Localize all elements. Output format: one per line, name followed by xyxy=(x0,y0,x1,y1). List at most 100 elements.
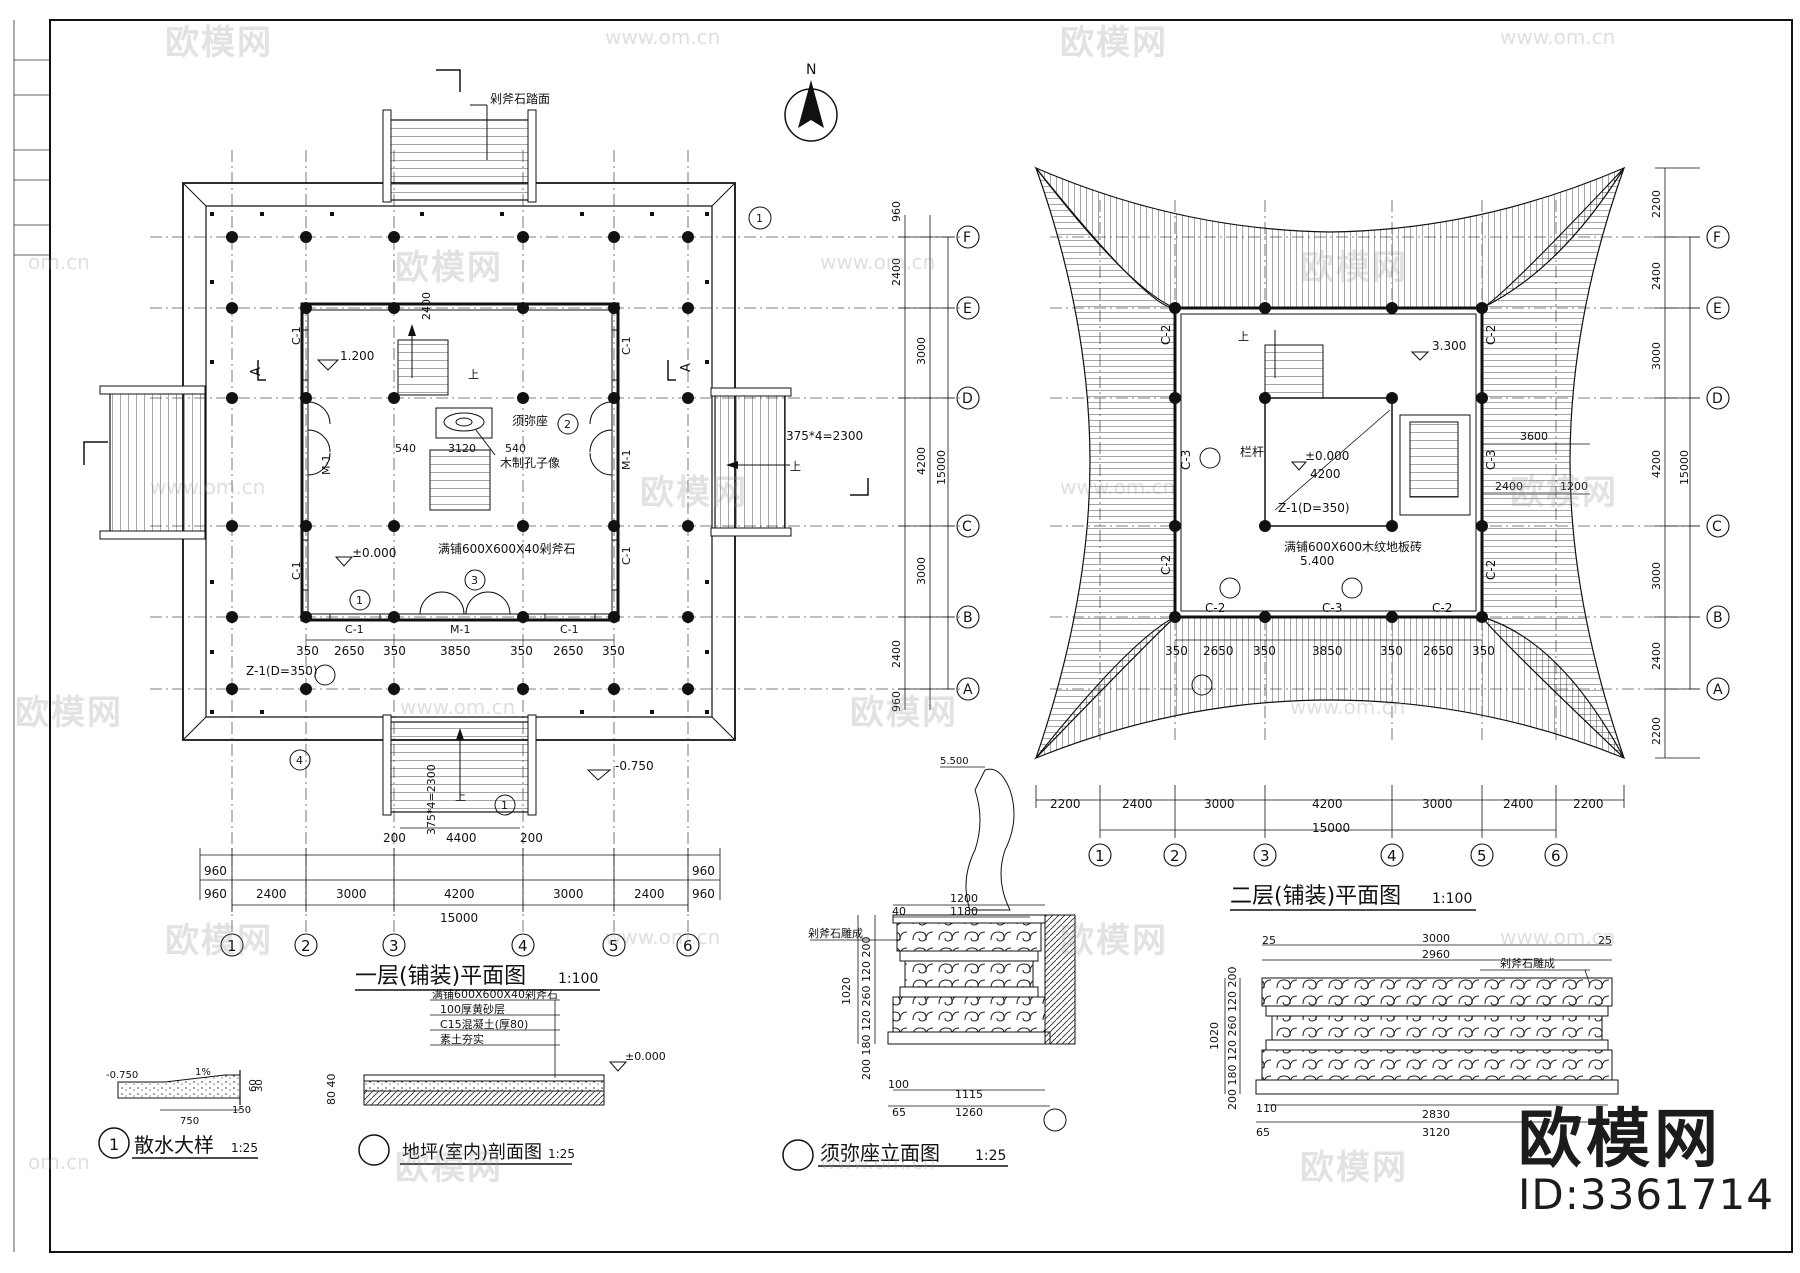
plan1-callout: 3 xyxy=(471,574,478,587)
plan2-dim-2400: 2400 xyxy=(1495,480,1523,493)
plan1-floor-paving: 满铺600X600X40剁斧石 xyxy=(438,542,576,556)
plan1-stair-spec-right: 375*4=2300 xyxy=(786,429,863,443)
plan1-section-a-right: A xyxy=(679,363,694,372)
detail2-dims: 80 40 xyxy=(325,1074,338,1106)
plan2-window-c2: C-2 xyxy=(1484,325,1498,345)
plan2-dim-inner: 350 xyxy=(1165,644,1188,658)
plan2-axis-y: D xyxy=(1712,391,1723,407)
plan2-window-c3: C-3 xyxy=(1322,601,1342,615)
plan2-columns xyxy=(1169,302,1488,623)
plan1-axis-y: A xyxy=(963,682,973,698)
detail-floor-section: 满铺600X600X40剁斧石 100厚黄砂层 C15混凝土(厚80) 素土夯实… xyxy=(325,987,666,1166)
detail2-scale: 1:25 xyxy=(548,1147,575,1161)
plan1-stair-up-bottom: 上 xyxy=(455,790,466,803)
plan1-window-tag: C-1 xyxy=(560,623,579,636)
plan1-dim-inner: 2650 xyxy=(553,644,584,658)
plan1-axis-x: 1 xyxy=(227,937,237,955)
detail2-title: 地坪(室内)剖面图 xyxy=(402,1142,542,1163)
plan1-callout: 2 xyxy=(564,418,571,431)
detail4-d25a: 25 xyxy=(1262,934,1276,947)
plan1-door-tag: M-1 xyxy=(450,623,470,636)
plan1-interior-stair-up: 上 xyxy=(468,368,479,381)
plan2-window-c3: C-3 xyxy=(1179,450,1193,470)
plan2-dim-inner: 2650 xyxy=(1203,644,1234,658)
detail4-w1: 3000 xyxy=(1422,932,1450,945)
detail1-scale: 1:25 xyxy=(231,1141,258,1155)
plan2-stair-up: 上 xyxy=(1238,330,1249,343)
detail2-layer2: 100厚黄砂层 xyxy=(440,1002,505,1016)
plan1-dim-side: 4200 xyxy=(915,447,928,475)
plan1-dim-b2: 2400 xyxy=(256,887,287,901)
plan1-axis-y: D xyxy=(962,391,973,407)
plan2-elev-000: ±0.000 xyxy=(1305,449,1349,463)
plan2-elev-4200: 4200 xyxy=(1310,467,1341,481)
detail3-hs: 200 180 120 260 120 200 xyxy=(860,937,873,1080)
plan2-dim-total-side: 15000 xyxy=(1678,450,1691,485)
plan2-dim-side: 2400 xyxy=(1650,262,1663,290)
plan1-callout: 4 xyxy=(296,754,303,767)
plan2-elev-5400: 5.400 xyxy=(1300,554,1334,568)
plan1-dim-b2: 960 xyxy=(692,887,715,901)
plan-second-floor: 上 栏杆 ±0.000 4200 3.300 Z-1(D=350) 满铺600X… xyxy=(1034,166,1730,911)
plan1-stair-up-right: 上 xyxy=(790,460,801,473)
plan1-axis-x: 3 xyxy=(389,937,399,955)
plan1-dim-inner: 350 xyxy=(602,644,625,658)
plan1-dim-inner: 2650 xyxy=(334,644,365,658)
detail3-scale: 1:25 xyxy=(975,1148,1006,1164)
plan1-columns xyxy=(226,231,694,695)
plan2-dim-top: 2200 xyxy=(1573,797,1604,811)
plan2-window-c2: C-2 xyxy=(1484,560,1498,580)
detail4-w4: 3120 xyxy=(1422,1126,1450,1139)
detail3-d65: 65 xyxy=(892,1106,906,1119)
plan1-seat-dim: 540 xyxy=(395,442,416,455)
plan2-dim-top: 4200 xyxy=(1312,797,1343,811)
plan1-elev-000: ±0.000 xyxy=(352,546,396,560)
plan1-dim-inner: 350 xyxy=(383,644,406,658)
plan1-callout: 1 xyxy=(356,594,363,607)
plan2-dim-top: 2400 xyxy=(1122,797,1153,811)
detail-apron: -0.750 1% 750 150 60 30 1 散水大样 1:25 xyxy=(98,1067,265,1159)
plan1-seat-dim: 540 xyxy=(505,442,526,455)
plan1-axis-x: 5 xyxy=(609,937,619,955)
plan2-dim-top: 3000 xyxy=(1422,797,1453,811)
plan2-dim-inner: 350 xyxy=(1253,644,1276,658)
detail2-layer1: 满铺600X600X40剁斧石 xyxy=(432,987,558,1001)
plan2-title: 二层(铺装)平面图 xyxy=(1230,884,1401,909)
detail1-h2: 30 xyxy=(254,1079,265,1092)
plan1-dim-side: 2400 xyxy=(890,640,903,668)
plan1-elev-1200: 1.200 xyxy=(340,349,374,363)
plan1-dim-b2: 2400 xyxy=(634,887,665,901)
plan1-window-tag: C-1 xyxy=(290,561,303,580)
plan2-axis-x: 1 xyxy=(1095,847,1105,865)
plan2-floor-paving: 满铺600X600木纹地板砖 xyxy=(1284,539,1422,554)
plan1-title: 一层(铺装)平面图 xyxy=(355,964,526,989)
brand-id: ID:3361714 xyxy=(1518,1170,1774,1219)
plan1-dim-side: 3000 xyxy=(915,337,928,365)
detail1-title: 散水大样 xyxy=(134,1133,214,1157)
detail4-note: 剁斧石雕成 xyxy=(1500,956,1555,970)
plan2-dim-side: 2200 xyxy=(1650,190,1663,218)
plan2-window-c2: C-2 xyxy=(1159,555,1173,575)
plan1-dim-b2: 960 xyxy=(204,887,227,901)
plan2-axis-x: 3 xyxy=(1260,847,1270,865)
plan2-dim-top: 2400 xyxy=(1503,797,1534,811)
detail1-h1: 60 xyxy=(248,1079,259,1092)
plan2-dim-top: 2200 xyxy=(1050,797,1081,811)
detail1-slope: 1% xyxy=(195,1067,211,1078)
plan2-window-c2: C-2 xyxy=(1205,601,1225,615)
detail2-layer3: C15混凝土(厚80) xyxy=(440,1017,528,1031)
plan2-scale: 1:100 xyxy=(1432,891,1472,907)
detail2-layer4: 素土夯实 xyxy=(440,1032,484,1046)
detail4-d65: 65 xyxy=(1256,1126,1270,1139)
detail1-elev: -0.750 xyxy=(106,1070,138,1081)
plan1-dim-side: 2400 xyxy=(890,258,903,286)
plan1-seat-dim: 3120 xyxy=(448,442,476,455)
detail3-w2: 1180 xyxy=(950,905,978,918)
plan2-dim-side: 3000 xyxy=(1650,342,1663,370)
plan1-door-tag: M-1 xyxy=(320,455,333,475)
plan2-axis-y: A xyxy=(1713,682,1723,698)
plan2-axis-x: 5 xyxy=(1477,847,1487,865)
detail3-d40: 40 xyxy=(892,905,906,918)
plan1-dim-b2: 3000 xyxy=(553,887,584,901)
